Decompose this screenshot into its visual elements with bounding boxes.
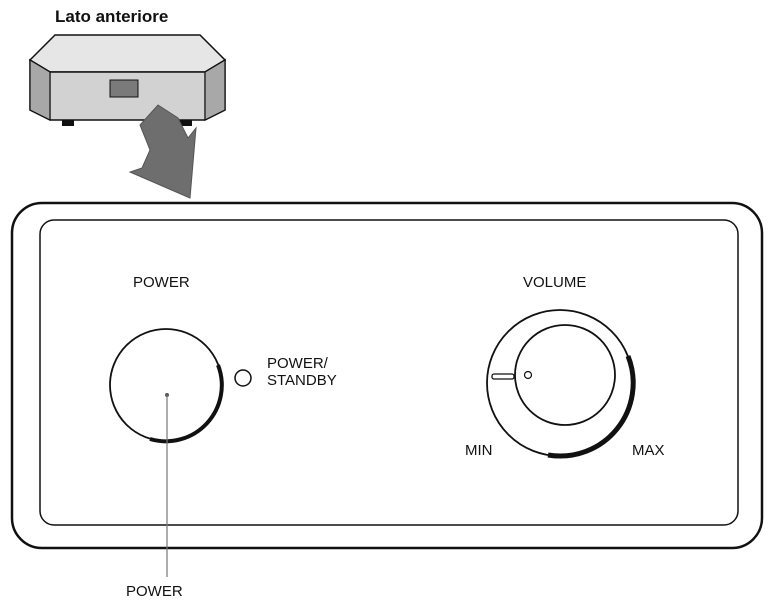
volume-min-label: MIN [465,442,493,459]
device-foot-right [180,120,192,126]
power-standby-indicator [234,369,252,387]
device-top-face [28,34,227,73]
power-callout-label: POWER [126,583,183,600]
power-standby-label: POWER/ STANDBY [267,355,337,389]
power-button-label: POWER [133,274,190,291]
power-standby-label-line2: STANDBY [267,372,337,389]
device-foot-left [62,120,74,126]
zoom-arrow [128,104,197,199]
volume-knob-indicator-dot [523,370,533,380]
device-front-panel-marker [109,79,139,98]
power-button[interactable] [109,328,224,444]
volume-knob-label: VOLUME [523,274,587,291]
volume-knob[interactable] [486,309,636,459]
front-side-title: Lato anteriore [55,7,169,26]
volume-knob-inner [514,324,616,426]
power-standby-label-line1: POWER/ [267,355,328,372]
volume-knob-pointer [491,373,515,380]
volume-max-label: MAX [632,442,665,459]
device-overview-illustration [28,34,227,126]
